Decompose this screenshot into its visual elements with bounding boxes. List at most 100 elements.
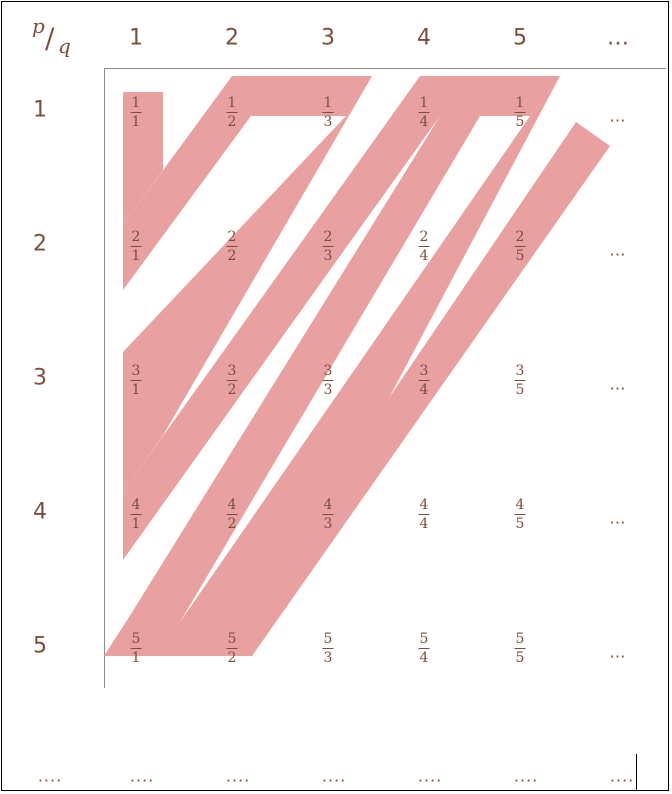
row-header: 2 (33, 231, 47, 257)
vertical-axis-line (104, 68, 105, 688)
numerator: 1 (131, 95, 141, 111)
denominator: 4 (419, 248, 429, 264)
row-continuation: … (609, 106, 627, 126)
slash-symbol: / (45, 22, 55, 55)
numerator: 3 (515, 363, 525, 379)
denominator: 3 (323, 516, 333, 532)
column-header: 4 (417, 25, 431, 51)
column-continuation: .... (513, 766, 539, 786)
numerator: 5 (419, 631, 429, 647)
column-continuation: .... (417, 766, 443, 786)
denominator: 2 (227, 650, 237, 666)
numerator: 1 (227, 95, 237, 111)
fraction-bar (514, 380, 526, 381)
fraction-bar (130, 112, 142, 113)
fraction-bar (130, 246, 142, 247)
fraction-bar (226, 246, 238, 247)
fraction-bar (322, 380, 334, 381)
fraction-bar (226, 112, 238, 113)
path-diag-1 (123, 76, 292, 290)
numerator: 5 (515, 631, 525, 647)
column-header: 1 (129, 25, 143, 51)
text-cursor (636, 754, 637, 790)
numerator: 3 (419, 363, 429, 379)
fraction-bar (322, 514, 334, 515)
numerator: 5 (323, 631, 333, 647)
fraction-bar (514, 246, 526, 247)
numerator: 2 (515, 229, 525, 245)
denominator: 3 (323, 248, 333, 264)
fraction-bar (322, 648, 334, 649)
fraction-bar (226, 514, 238, 515)
column-continuation: .... (225, 766, 251, 786)
fraction-bar (130, 648, 142, 649)
column-continuation: .... (321, 766, 347, 786)
path-diag-2b (162, 76, 372, 437)
path-top-1 (232, 76, 372, 116)
fraction-bar (514, 648, 526, 649)
row-continuation: … (609, 374, 627, 394)
p-symbol: p (32, 14, 45, 38)
row-continuation: … (609, 508, 627, 528)
denominator: 3 (323, 114, 333, 130)
numerator: 4 (323, 497, 333, 513)
denominator: 2 (227, 516, 237, 532)
denominator: 5 (515, 114, 525, 130)
numerator: 5 (131, 631, 141, 647)
numerator: 2 (131, 229, 141, 245)
numerator: 2 (323, 229, 333, 245)
numerator: 2 (227, 229, 237, 245)
denominator: 5 (515, 516, 525, 532)
denominator: 1 (131, 114, 141, 130)
column-header: 3 (321, 25, 335, 51)
denominator: 4 (419, 516, 429, 532)
fraction-bar (514, 514, 526, 515)
denominator: 5 (515, 248, 525, 264)
path-diag-4b (104, 116, 480, 656)
path-top-3 (420, 76, 560, 116)
path-stub-1 (123, 92, 163, 225)
fraction-bar (226, 648, 238, 649)
fraction-bar (514, 112, 526, 113)
numerator: 5 (227, 631, 237, 647)
denominator: 1 (131, 382, 141, 398)
denominator: 5 (515, 382, 525, 398)
column-header: … (607, 25, 629, 51)
row-header: .... (37, 766, 63, 786)
denominator: 5 (515, 650, 525, 666)
numerator: 4 (227, 497, 237, 513)
fraction-bar (322, 246, 334, 247)
column-continuation: .... (609, 766, 635, 786)
denominator: 1 (131, 650, 141, 666)
denominator: 3 (323, 650, 333, 666)
row-header: 5 (33, 633, 47, 659)
numerator: 3 (227, 363, 237, 379)
denominator: 2 (227, 114, 237, 130)
numerator: 1 (323, 95, 333, 111)
numerator: 2 (419, 229, 429, 245)
denominator: 2 (227, 248, 237, 264)
numerator: 4 (419, 497, 429, 513)
column-continuation: .... (129, 766, 155, 786)
q-symbol: q (58, 34, 71, 58)
